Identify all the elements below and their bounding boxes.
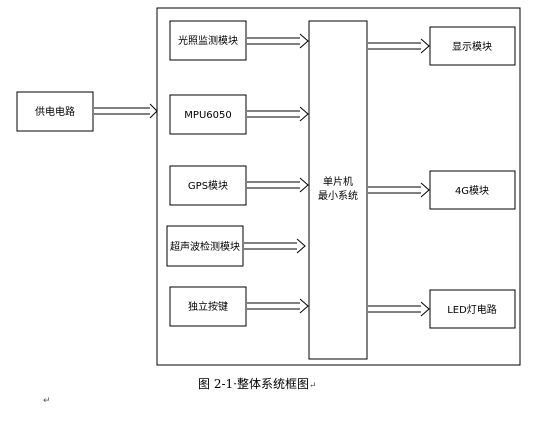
input-module-gps: GPS模块 [169,165,247,206]
input-label-button: 独立按键 [188,300,228,313]
figure-caption-text: 图 2-1·整体系统框图 [198,377,309,391]
input-label-mpu6050: MPU6050 [184,110,231,121]
output-module-led: LED灯电路 [429,289,516,329]
mcu-label-line2: 最小系统 [318,189,358,202]
power-arrow [94,103,158,119]
input-module-ultrasonic: 超声波检测模块 [166,225,244,267]
power-supply-label: 供电电路 [35,105,75,118]
input-label-light-sensor: 光照监测模块 [178,34,238,47]
output-module-4g: 4G模块 [429,170,516,210]
arrow-mcu-to-4g [368,182,430,198]
system-frame [156,7,521,366]
arrow-light-to-mcu [247,33,309,49]
return-mark-icon: ↵ [308,381,317,391]
output-label-led: LED灯电路 [447,303,497,316]
arrow-mcu-to-display [368,38,430,54]
mcu-label-line1: 单片机 [323,175,353,188]
paragraph-mark-icon: ↵ [43,396,51,406]
output-label-display: 显示模块 [452,41,492,53]
input-label-gps: GPS模块 [188,180,228,192]
input-module-button: 独立按键 [169,286,247,327]
power-supply-block: 供电电路 [16,91,94,132]
figure-caption: 图 2-1·整体系统框图↵ [198,375,317,392]
input-module-mpu6050: MPU6050 [169,94,247,135]
arrow-ultrasonic-to-mcu [244,238,306,254]
arrow-mpu6050-to-mcu [247,106,309,122]
input-module-light-sensor: 光照监测模块 [169,20,247,61]
input-label-ultrasonic: 超声波检测模块 [170,240,240,253]
arrow-mcu-to-led [368,301,430,317]
output-label-4g: 4G模块 [455,185,489,197]
output-module-display: 显示模块 [429,26,516,66]
mcu-block: 单片机 最小系统 [308,20,368,360]
arrow-button-to-mcu [247,298,309,314]
arrow-gps-to-mcu [247,177,309,193]
